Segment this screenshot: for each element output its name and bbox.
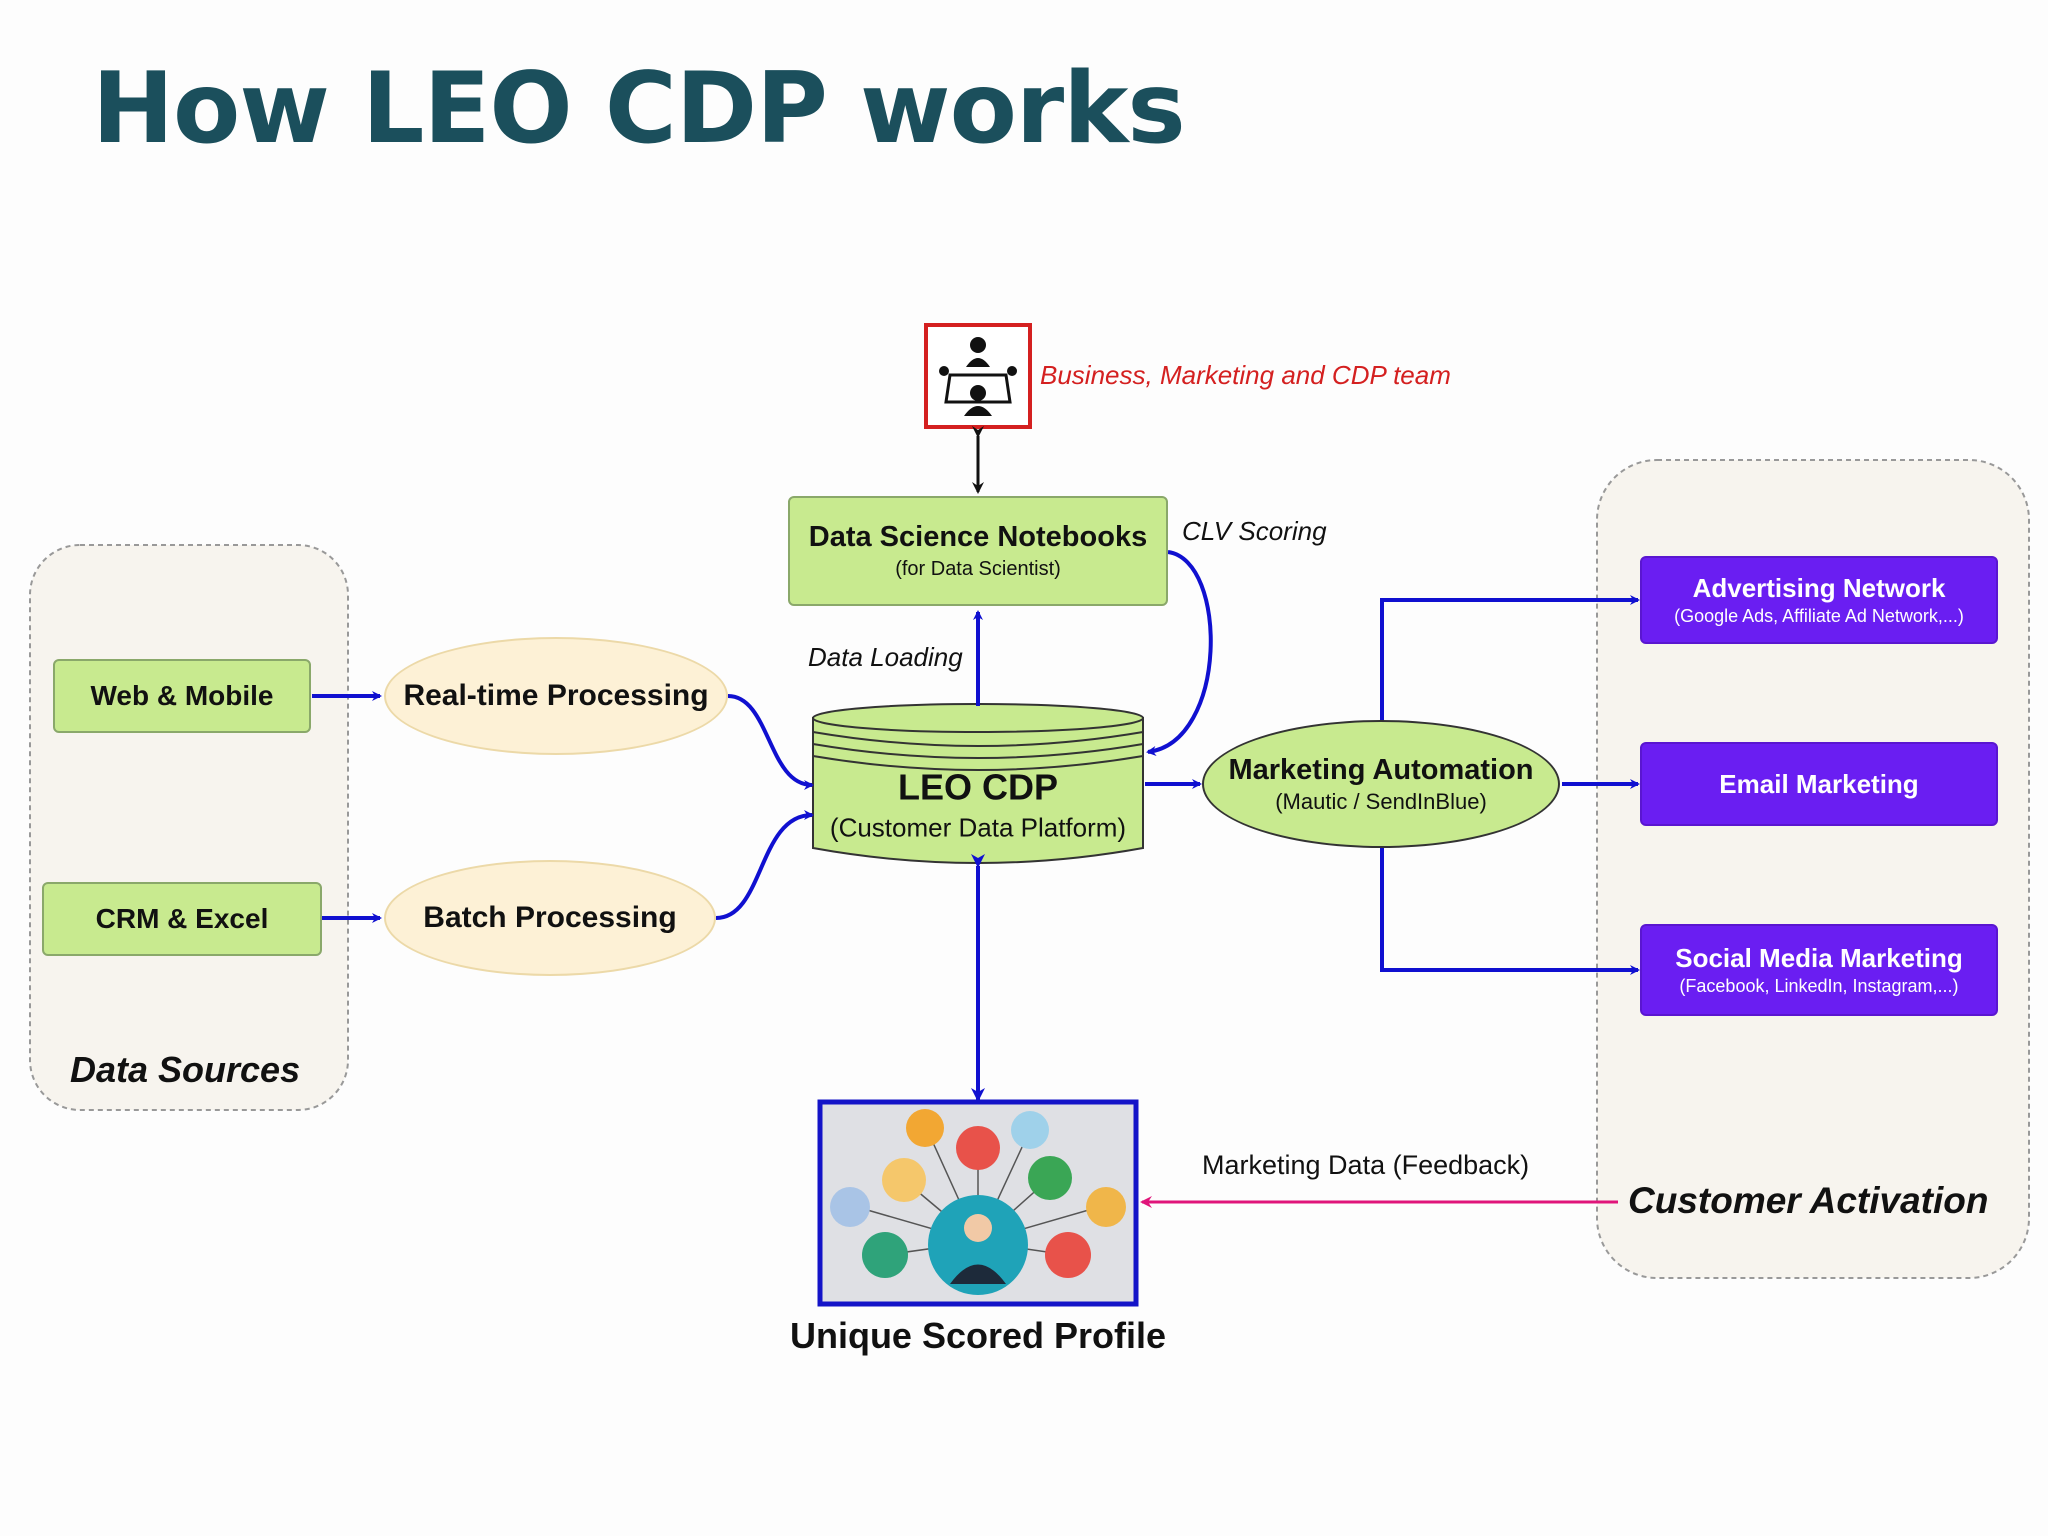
automation-subtitle: (Mautic / SendInBlue) [1275,788,1487,814]
clv-scoring-label: CLV Scoring [1182,516,1327,546]
source-crm-excel-label: CRM & Excel [95,903,269,934]
channel-email-title: Email Marketing [1719,768,1919,799]
team-meeting-icon [939,337,1017,416]
cdp-title: LEO CDP [897,766,1058,808]
marketing-automation-node[interactable]: Marketing Automation (Mautic / SendInBlu… [1202,720,1560,848]
cdp-node[interactable]: LEO CDP (Customer Data Platform) [830,767,1126,844]
channel-advertising-subtitle: (Google Ads, Affiliate Ad Network,...) [1674,606,1964,626]
batch-processing-node[interactable]: Batch Processing [384,860,716,976]
data-loading-label: Data Loading [808,642,963,672]
feedback-label: Marketing Data (Feedback) [1202,1150,1530,1180]
channel-social-title: Social Media Marketing [1675,943,1963,973]
cdp-subtitle: (Customer Data Platform) [829,812,1127,843]
data-sources-group [29,544,349,1111]
customer-activation-group-label: Customer Activation [1628,1180,1989,1221]
page-title: How LEO CDP works [92,52,1186,166]
automation-title: Marketing Automation [1228,753,1534,786]
channel-advertising-network[interactable]: Advertising Network (Google Ads, Affilia… [1640,556,1998,644]
realtime-processing-label: Real-time Processing [403,679,709,712]
source-web-mobile[interactable]: Web & Mobile [53,659,311,733]
channel-social-subtitle: (Facebook, LinkedIn, Instagram,...) [1679,976,1959,996]
unique-scored-profile-label: Unique Scored Profile [789,1315,1167,1356]
source-crm-excel[interactable]: CRM & Excel [42,882,322,956]
customer-activation-group [1596,459,2030,1279]
channel-social-media-marketing[interactable]: Social Media Marketing (Facebook, Linked… [1640,924,1998,1016]
team-label: Business, Marketing and CDP team [1040,360,1451,390]
data-sources-group-label: Data Sources [70,1049,301,1090]
batch-processing-label: Batch Processing [423,901,677,934]
notebooks-subtitle: (for Data Scientist) [895,558,1061,580]
realtime-processing-node[interactable]: Real-time Processing [384,637,728,755]
source-web-mobile-label: Web & Mobile [90,680,274,711]
notebooks-title: Data Science Notebooks [808,521,1148,553]
cdp-cylinder [812,703,1144,864]
channel-email-marketing[interactable]: Email Marketing [1640,742,1998,826]
channel-advertising-title: Advertising Network [1692,573,1946,603]
data-science-notebooks-box[interactable]: Data Science Notebooks (for Data Scienti… [788,496,1168,606]
profile-illustration [830,1109,1126,1295]
